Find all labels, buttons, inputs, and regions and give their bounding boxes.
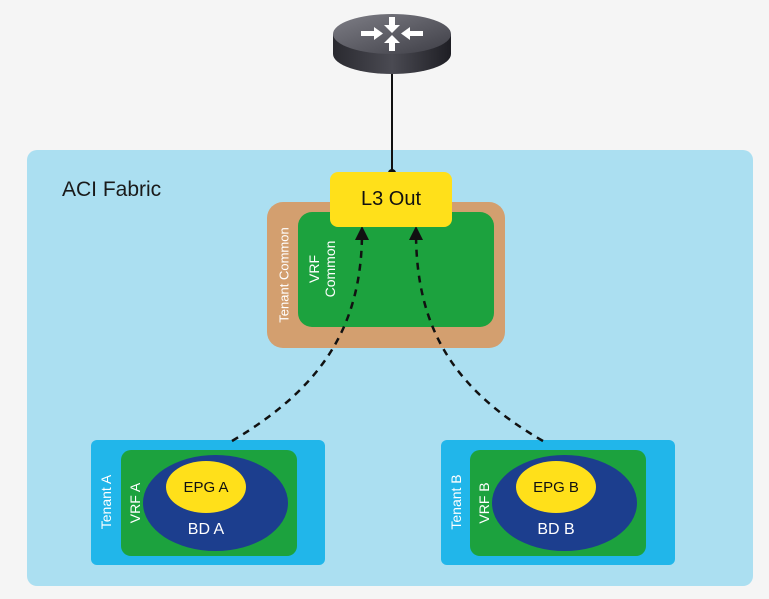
epg-a-ellipse: EPG A: [166, 461, 246, 513]
bd-a-label: BD A: [187, 521, 225, 538]
dashed-path-tenant-b: [409, 226, 544, 443]
aci-fabric-label: ACI Fabric: [62, 178, 162, 201]
vrf-common-box: VRF Common: [298, 212, 494, 327]
l3-out-label: L3 Out: [360, 188, 422, 210]
bd-b-label: BD B: [537, 521, 575, 538]
epg-b-label: EPG B: [533, 478, 579, 496]
router-icon: [333, 14, 451, 74]
epg-b-ellipse: EPG B: [516, 461, 596, 513]
arrowhead-tenant-b: [409, 226, 423, 240]
epg-a-label: EPG A: [183, 478, 229, 496]
arrowhead-tenant-a: [355, 226, 369, 240]
dashed-path-tenant-a: [231, 226, 369, 443]
l3-out-box: L3 Out: [330, 172, 452, 227]
